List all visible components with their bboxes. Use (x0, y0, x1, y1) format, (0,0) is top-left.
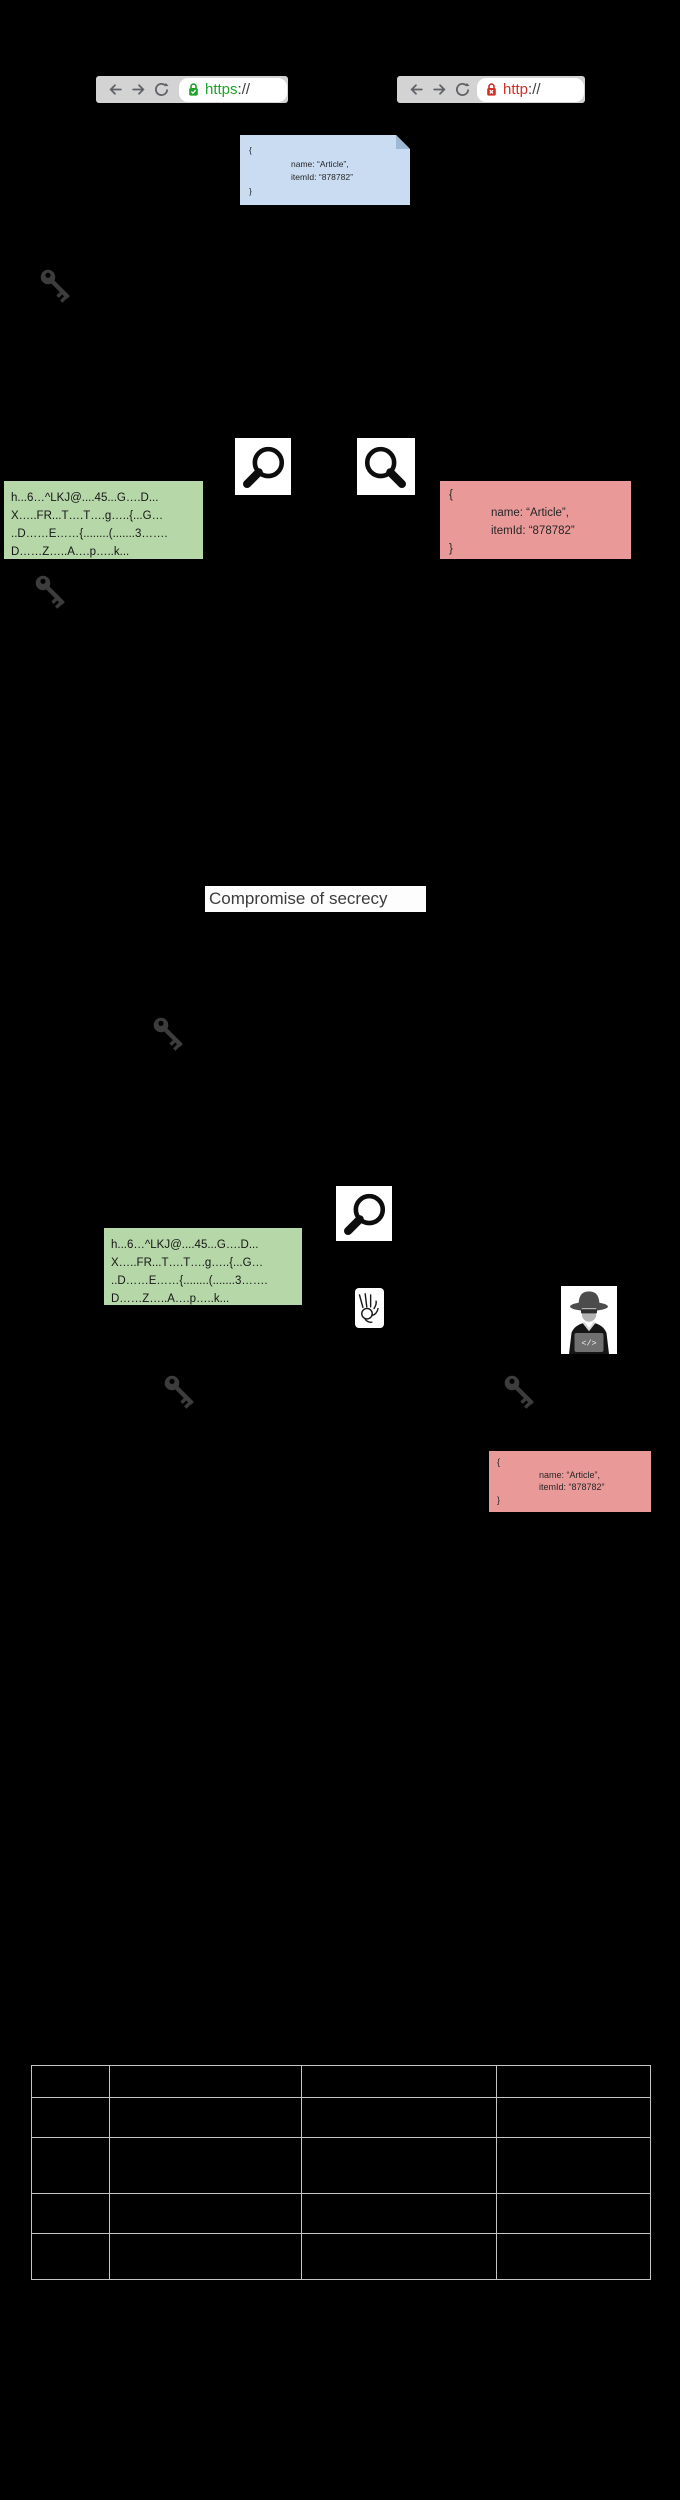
encrypted-data-box: h...6…^LKJ@....45...G….D... X…..FR...T….… (104, 1228, 302, 1305)
table-cell (32, 2234, 110, 2280)
cipher-line: X…..FR...T….T….g…..{...G… (111, 1257, 264, 1269)
secure-lock-icon (189, 83, 198, 96)
url-text: http:// (503, 81, 541, 98)
encryption-key-icon (502, 1373, 538, 1410)
secure-browser-bar: https:// (96, 76, 288, 103)
cipher-line: D……Z…..A….p…..k... (11, 546, 130, 558)
note-fold (396, 135, 410, 149)
url-scheme: https (205, 81, 238, 98)
json-line: } (249, 185, 252, 196)
json-line: itemId: “878782” (291, 172, 353, 182)
table-cell (302, 2234, 497, 2280)
url-separator: :// (528, 81, 541, 98)
reload-icon (455, 82, 470, 96)
table-cell (110, 2234, 302, 2280)
magnifier-tile (235, 438, 291, 495)
insecure-url-field: http:// (477, 77, 584, 102)
json-line: { (497, 1457, 501, 1467)
encryption-key-icon (33, 573, 69, 610)
table-cell (497, 2194, 651, 2234)
cipher-line: h...6…^LKJ@....45...G….D... (11, 492, 159, 504)
compromise-caption: Compromise of secrecy (205, 886, 426, 912)
table-cell (497, 2098, 651, 2138)
hacker-tile: </> (561, 1286, 617, 1354)
table-cell (497, 2138, 651, 2194)
hacker-icon: </> (569, 1291, 609, 1354)
url-text: https:// (205, 81, 250, 98)
json-line: itemId: “878782” (491, 525, 575, 537)
magnifying-glass-icon (240, 444, 286, 490)
table-cell (110, 2066, 302, 2098)
table-cell (302, 2138, 497, 2194)
reload-icon (154, 82, 169, 96)
cipher-line: ..D……E……{........(.......3……. (111, 1275, 268, 1287)
magnifier-tile (357, 438, 415, 495)
summary-table (31, 2065, 651, 2280)
forward-arrow-icon (433, 84, 446, 95)
back-arrow-icon (109, 84, 122, 95)
ok-hand-icon (358, 1293, 379, 1324)
table-cell (110, 2098, 302, 2138)
encrypted-data-box: h...6…^LKJ@....45...G….D... X…..FR...T….… (4, 481, 203, 559)
back-arrow-icon (410, 84, 423, 95)
json-line: } (497, 1494, 501, 1505)
table-cell (32, 2138, 110, 2194)
cipher-line: h...6…^LKJ@....45...G….D... (111, 1239, 259, 1251)
table-cell (110, 2138, 302, 2194)
intercepted-json-box: { name: “Article”, itemId: “878782” } (489, 1451, 651, 1512)
secure-url-field: https:// (179, 77, 287, 102)
magnifying-glass-icon (363, 444, 409, 490)
table-cell (302, 2098, 497, 2138)
cipher-line: ..D……E……{........(.......3……. (11, 528, 168, 540)
table-cell (302, 2194, 497, 2234)
json-line: name: “Article”, (291, 158, 349, 169)
json-line: name: “Article”, (539, 1469, 601, 1480)
json-line: { (249, 145, 252, 155)
json-line: } (449, 543, 453, 555)
encryption-key-icon (38, 267, 74, 304)
url-separator: :// (237, 81, 251, 98)
json-payload-note: { name: “Article”, itemId: “878782” } (240, 135, 410, 205)
url-scheme: http (503, 81, 529, 98)
table-cell (32, 2098, 110, 2138)
insecure-browser-bar: http:// (397, 76, 585, 103)
table-cell (497, 2234, 651, 2280)
laptop-code-text: </> (581, 1339, 596, 1349)
cipher-line: D……Z…..A….p…..k... (111, 1293, 230, 1305)
decrypted-json-box: { name: “Article”, itemId: “878782” } (440, 481, 631, 559)
ok-hand-tile (355, 1288, 384, 1328)
table-cell (497, 2066, 651, 2098)
json-line: itemId: “878782” (539, 1482, 605, 1492)
table-cell (302, 2066, 497, 2098)
json-line: { (449, 489, 453, 501)
table-cell (110, 2194, 302, 2234)
magnifier-tile (336, 1186, 392, 1241)
json-line: name: “Article”, (491, 507, 569, 519)
table-cell (32, 2066, 110, 2098)
forward-arrow-icon (132, 84, 145, 95)
encryption-key-icon (162, 1373, 198, 1410)
magnifying-glass-icon (341, 1191, 387, 1237)
table-cell (32, 2194, 110, 2234)
insecure-lock-icon (487, 83, 496, 96)
cipher-line: X…..FR...T….T….g…..{...G… (11, 510, 164, 522)
encryption-key-icon (151, 1015, 187, 1052)
